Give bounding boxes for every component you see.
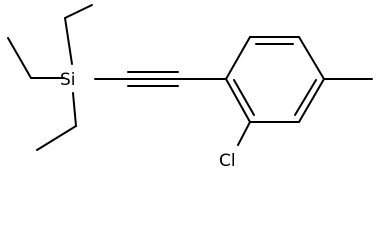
triethylsilyl-group: Si [7, 4, 93, 151]
ring-double-bond-inner-left [233, 79, 255, 116]
ring-bond-c3-c4 [298, 36, 325, 80]
ring-bond-c4-c5 [298, 78, 325, 123]
ethyl-1-bond-ch2-ch3 [64, 4, 93, 19]
ring-bond-c1-c2 [225, 36, 251, 80]
chlorine-label: Cl [219, 151, 236, 171]
silicon-label: Si [60, 70, 76, 90]
ethyl-1-bond-si-ch2 [64, 17, 73, 65]
chloro-substituent: Cl [219, 121, 251, 171]
chlorine-bond [237, 121, 251, 146]
alkyne-triple-bond [94, 71, 227, 87]
ethyl-3-bond-ch2-ch3 [36, 125, 77, 151]
chemical-structure: Si Cl [7, 4, 373, 171]
benzene-ring [225, 36, 325, 123]
ring-bond-c6-c1 [225, 78, 251, 123]
ring-double-bond-inner-right [294, 79, 317, 116]
ethyl-3-bond-si-ch2 [72, 92, 77, 127]
ethyl-2-bond-ch2-ch3 [7, 37, 32, 79]
